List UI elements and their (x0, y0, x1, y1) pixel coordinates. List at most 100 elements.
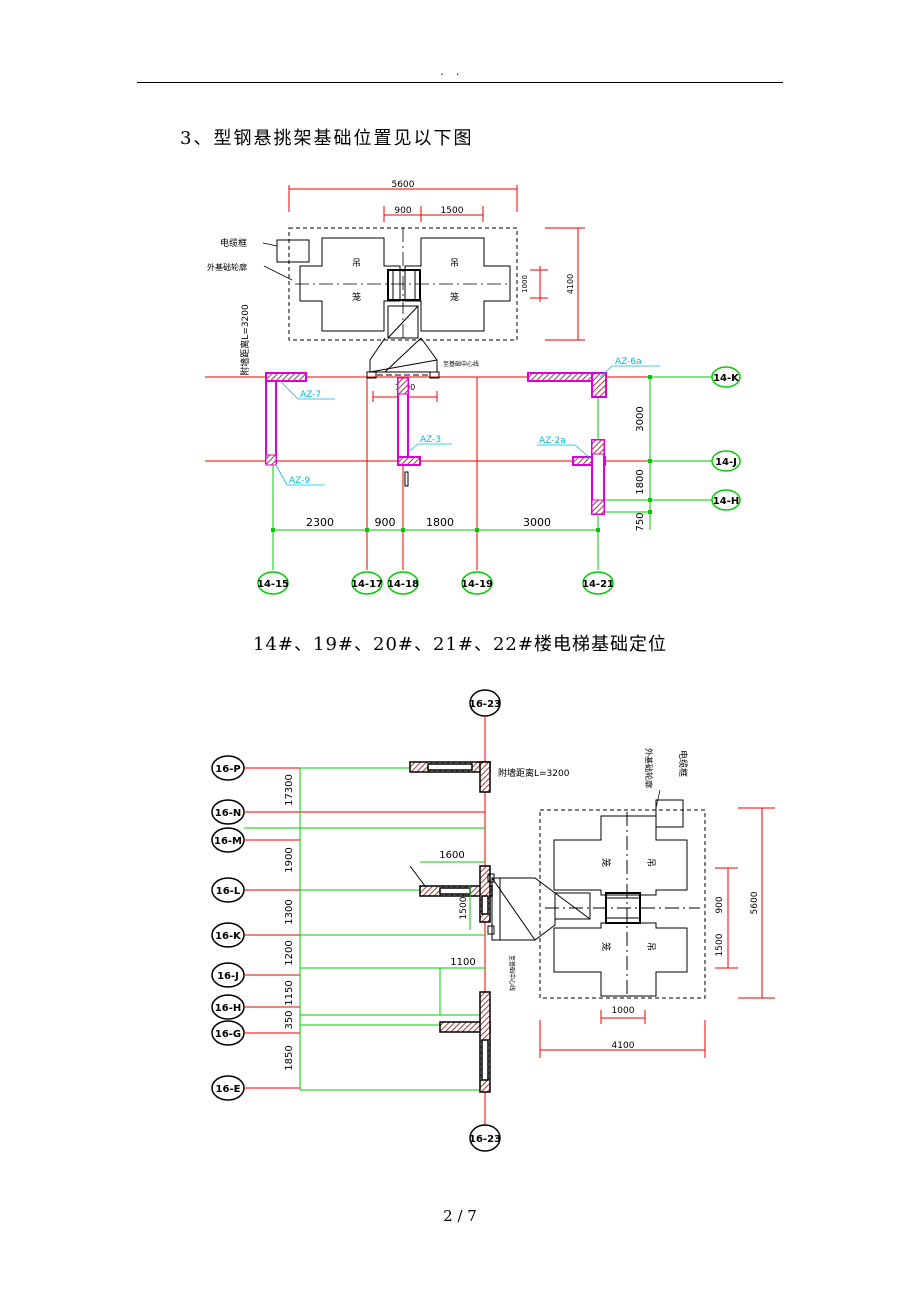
wall-az7 (265, 372, 307, 466)
wall-distance-label: 附墙距离L=3200 (239, 304, 251, 376)
dim-900-label-2: 900 (715, 896, 725, 913)
page-number: 2 / 7 (443, 1207, 477, 1225)
az-6a-label: AZ-6a (615, 357, 642, 367)
vd-1200-label: 1200 (284, 940, 295, 965)
header-dots: . . (440, 64, 464, 78)
az-7-label: AZ-7 (300, 390, 321, 400)
cage-label-2-2: 吊 (645, 858, 656, 867)
vd-17300-label: 17300 (284, 774, 295, 806)
vd-1900-label: 1900 (284, 847, 295, 872)
wall-distance-label-2: 附墙距离L=3200 (498, 767, 570, 779)
dim-1000 (530, 266, 548, 302)
cage-label-2-4: 吊 (645, 942, 656, 951)
vd-350-label: 350 (284, 1010, 295, 1029)
vd-1300-label: 1300 (284, 899, 295, 924)
cage-label-2-3: 笼 (600, 942, 612, 951)
cable-frame-box (276, 239, 310, 263)
dim-1500-label-2: 1500 (715, 933, 725, 956)
dim-1000-label-2: 1000 (612, 1006, 635, 1016)
axis-14-21-label: 14-21 (582, 579, 614, 590)
header-rule (137, 82, 783, 83)
vd-1850-label: 1850 (284, 1045, 295, 1070)
wall-top (409, 761, 491, 793)
axis-14-17-label: 14-17 (351, 579, 383, 590)
wall-lower (439, 991, 491, 1093)
cable-frame-box-2 (655, 799, 684, 828)
dim-900-1500 (383, 206, 484, 222)
dim-4100-label: 4100 (566, 274, 575, 294)
axis-16-L-label: 16-L (216, 886, 241, 897)
hd-2300-label: 2300 (306, 516, 334, 529)
vd-1150-label: 1150 (284, 980, 295, 1005)
vd-3000-label: 3000 (635, 406, 646, 431)
outer-outline-label-2: 外基础轮廓 (644, 748, 654, 788)
dim-4100 (545, 227, 585, 341)
mast-section (387, 269, 421, 301)
axis-14-K-label: 14-K (713, 373, 740, 384)
axis-16-J-label: 16-J (217, 971, 239, 982)
hd-3000-label: 3000 (523, 516, 551, 529)
cable-frame-label: 电缆框 (220, 237, 247, 249)
section-title: 3、型钢悬挑架基础位置见以下图 (180, 128, 474, 149)
vd-750-label: 750 (635, 512, 646, 531)
vd-1800-label: 1800 (635, 469, 646, 494)
dim-1500-label: 1500 (441, 206, 464, 216)
small-post (404, 471, 409, 487)
az-3-label: AZ-3 (420, 435, 441, 445)
attach-block (429, 371, 440, 379)
cage-label-4: 笼 (450, 291, 459, 303)
outer-foundation-outline-2 (539, 809, 706, 999)
elevator-foundation-drawing-14: 5600 900 1500 电缆框 外基础轮廓 吊 笼 吊 笼 至基础中心线 (205, 180, 741, 595)
wall-az3 (397, 377, 421, 466)
wall-az6a (527, 372, 607, 398)
az-2a-label: AZ-2a (539, 436, 566, 446)
dim-5600 (288, 185, 518, 212)
cage-left (299, 237, 401, 332)
mast-section-2 (605, 892, 641, 924)
wall-attach-frame-2 (491, 877, 591, 941)
wall-az2a (572, 439, 606, 515)
wall-middle (419, 865, 493, 923)
wall-attach-frame (369, 305, 438, 373)
cage-top (553, 815, 688, 896)
figure-caption: 14#、19#、20#、21#、22#楼电梯基础定位 (253, 634, 667, 655)
cage-right (404, 237, 511, 332)
center-line-label: 至基础中心线 (443, 360, 479, 368)
axis-16-P-label: 16-P (215, 764, 240, 775)
dim-1100-label: 1100 (450, 957, 475, 968)
axis-14-19-label: 14-19 (461, 579, 493, 590)
axis-16-K-label: 16-K (215, 931, 242, 942)
axis-14-J-label: 14-J (715, 457, 737, 468)
axis-16-G-label: 16-G (215, 1029, 241, 1040)
cage-label-1: 吊 (352, 258, 361, 269)
axis-16-E-label: 16-E (216, 1084, 241, 1095)
cable-frame-label-2: 电缆框 (677, 750, 689, 777)
axis-14-H-label: 14-H (713, 496, 739, 507)
axis-bubbles-bottom (257, 571, 614, 595)
dim-1500-v-label: 1500 (459, 896, 469, 919)
axis-bubbles-right (711, 366, 741, 511)
dim-4100-label-2: 4100 (612, 1041, 635, 1051)
dim-900-label: 900 (394, 206, 411, 216)
hd-900-label: 900 (375, 516, 396, 529)
dim-1600-label: 1600 (439, 850, 464, 861)
az-9-label: AZ-9 (289, 476, 310, 486)
axis-14-15-label: 14-15 (257, 579, 289, 590)
dim-5600-label-2: 5600 (750, 891, 760, 914)
cage-label-3: 吊 (450, 258, 459, 269)
center-line-label-2: 至基础中心线 (508, 955, 516, 991)
dim-5600-label: 5600 (392, 180, 415, 190)
axis-top-label: 16-23 (469, 699, 501, 710)
axis-16-H-label: 16-H (215, 1003, 241, 1014)
axis-16-M-label: 16-M (214, 836, 242, 847)
attach-block (366, 371, 377, 379)
cage-label-2-1: 笼 (600, 858, 612, 867)
axis-14-18-label: 14-18 (387, 579, 419, 590)
elevator-foundation-drawing-16: 16-23 16-23 16-P 16-N 16-M 16-L 16-K 16-… (211, 689, 775, 1152)
axis-bubble-bottom (469, 1124, 501, 1152)
axis-bottom-label: 16-23 (469, 1134, 501, 1145)
dim-1000-label: 1000 (521, 275, 529, 293)
hd-1800-label: 1800 (426, 516, 454, 529)
cage-bottom (553, 922, 688, 997)
cage-label-2: 笼 (352, 291, 361, 303)
